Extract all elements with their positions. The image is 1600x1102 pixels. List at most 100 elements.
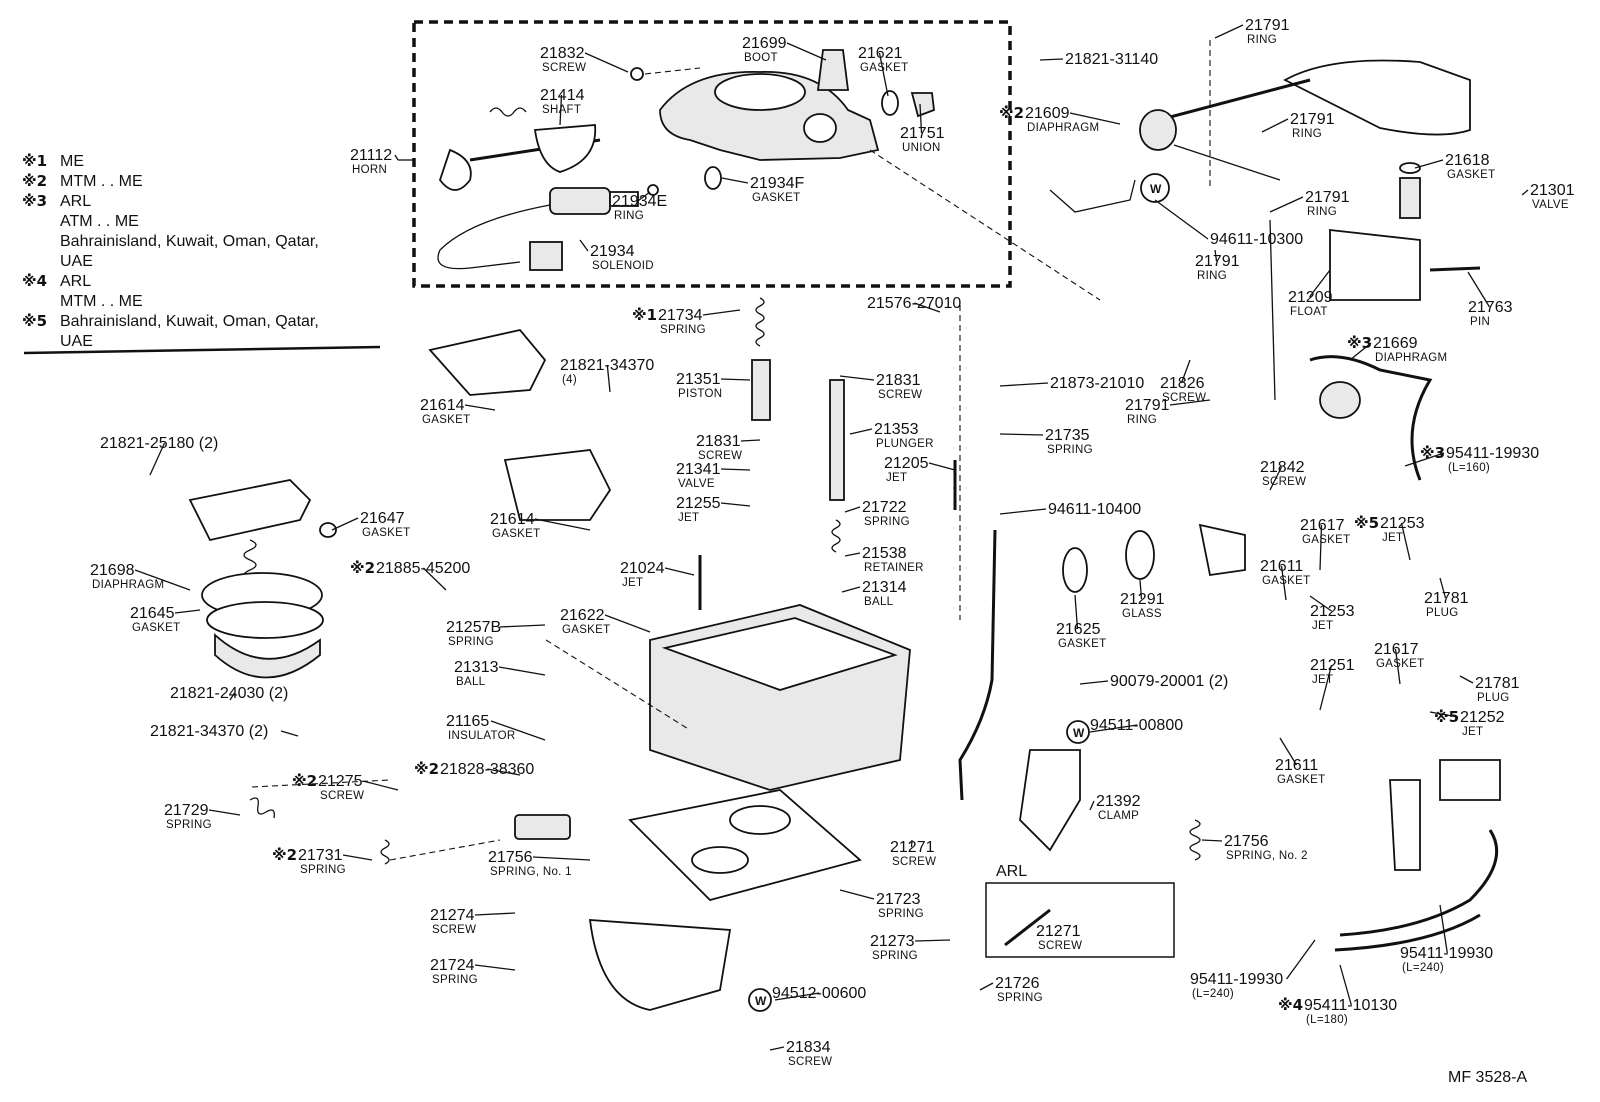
bracket-drawing [1389, 779, 1421, 871]
part-name: CLAMP [1098, 810, 1139, 822]
part-name: JET [622, 577, 643, 589]
part-name: JET [1382, 532, 1403, 544]
part-name: GASKET [860, 62, 908, 74]
horn-assembly-group [398, 20, 1012, 288]
part-number: 21625 [1056, 621, 1101, 638]
leader-line [1269, 196, 1304, 213]
screw-dash [644, 67, 701, 75]
leader-line [1319, 664, 1333, 711]
valve-drawing [1399, 177, 1421, 219]
solenoid-connector [529, 241, 563, 271]
spring-21731 [380, 839, 390, 865]
leader-line [928, 462, 956, 471]
part-name: GASKET [1302, 534, 1350, 546]
part-number: 21253 [1380, 515, 1425, 532]
part-callout: 94512-00600 [772, 985, 866, 1002]
leader-line [720, 468, 751, 471]
legend-text: ARL [60, 273, 91, 290]
part-callout: 94611-10300 [1154, 199, 1303, 248]
part-number: 21934E [612, 193, 667, 210]
leader-line [1439, 577, 1447, 599]
part-name: SCREW [1262, 476, 1306, 488]
horn-group-dashed-box [412, 20, 1012, 288]
part-name: GASKET [1058, 638, 1106, 650]
arl-inset: ARL [985, 863, 1175, 958]
part-name: SPRING [166, 819, 212, 831]
legend-mark: ※3 [22, 192, 47, 210]
part-number: 95411-19930 [1446, 445, 1539, 462]
part-name: RING [1197, 270, 1227, 282]
part-number: 21669 [1373, 335, 1418, 352]
leader-line [1319, 524, 1323, 571]
pump-cover [188, 479, 312, 542]
accelerator-pump-stack-drawing [188, 479, 501, 865]
leader-line [914, 302, 941, 313]
part-name: SCREW [432, 924, 476, 936]
part-number: 21826 [1160, 375, 1205, 392]
legend-text: UAE [60, 333, 93, 350]
part-name: GASKET [1376, 658, 1424, 670]
part-name: (L=240) [1402, 962, 1444, 974]
part-name: GASKET [362, 527, 410, 539]
part-name: SPRING [448, 636, 494, 648]
part-number: 21617 [1300, 517, 1345, 534]
variant-mark: ※2 [272, 846, 297, 864]
part-number: 21024 [620, 560, 665, 577]
pump-housing [214, 632, 321, 679]
part-number: 21274 [430, 907, 475, 924]
legend-row: ATM . . ME [60, 213, 139, 230]
part-callout: 21821-34370(4) [560, 357, 654, 393]
part-number: 95411-19930 [1190, 971, 1283, 988]
part-number: 21831 [696, 433, 741, 450]
leader-line [664, 567, 695, 576]
leader-line [769, 1046, 785, 1051]
part-name: (L=160) [1448, 462, 1490, 474]
leader-line [919, 103, 923, 134]
leader-line [532, 856, 591, 861]
leader-line [474, 964, 516, 971]
part-number: 21723 [876, 891, 921, 908]
leader-line [1459, 675, 1474, 684]
part-number: 21351 [676, 371, 721, 388]
legend-text: ATM . . ME [60, 213, 139, 230]
part-number: 21252 [1460, 709, 1505, 726]
part-number: 21611 [1275, 757, 1318, 774]
variant-mark: ※5 [1434, 708, 1459, 726]
leader-line [1074, 594, 1079, 630]
part-number: 21842 [1260, 459, 1305, 476]
part-callout: 21873-21010 [999, 375, 1144, 392]
leader-line [999, 433, 1044, 436]
leader-line [720, 378, 751, 381]
leader-line [637, 191, 651, 202]
gasket-body-upper [428, 329, 547, 396]
part-name: BALL [864, 596, 894, 608]
connector-block [1439, 759, 1501, 801]
part-number: 21735 [1045, 427, 1090, 444]
gasket-21625 [1062, 547, 1088, 593]
leader-line [498, 666, 546, 676]
leader-line [134, 569, 191, 591]
leader-line [362, 780, 399, 791]
part-number: 21831 [876, 372, 921, 389]
leader-line [1521, 189, 1529, 196]
part-name: RING [1127, 414, 1157, 426]
part-name: JET [1312, 674, 1333, 686]
leader-line [1089, 724, 1138, 733]
leader-line [1414, 159, 1444, 169]
